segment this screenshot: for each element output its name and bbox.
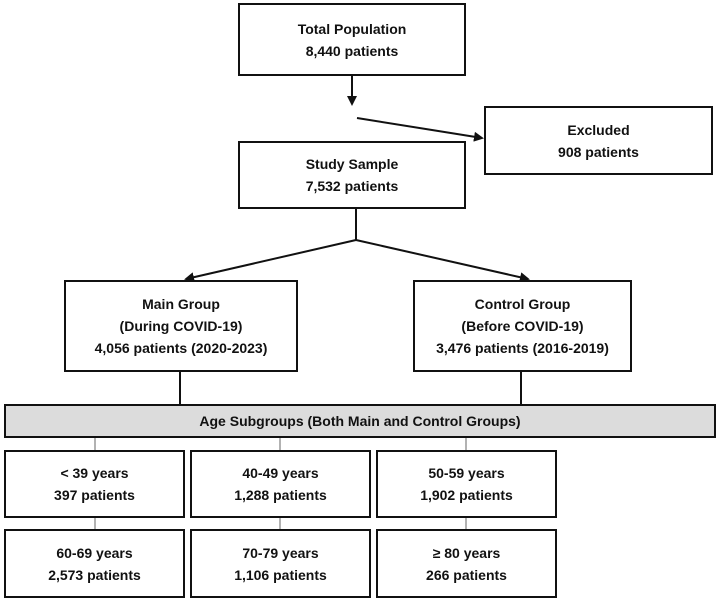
age-count: 2,573 patients — [48, 566, 141, 583]
age-box-under-39: < 39 years 397 patients — [4, 450, 185, 518]
age-range: ≥ 80 years — [432, 544, 501, 561]
excluded-count: 908 patients — [558, 143, 639, 160]
age-box-50-59: 50-59 years 1,902 patients — [376, 450, 557, 518]
study-sample-box: Study Sample 7,532 patients — [238, 141, 466, 209]
age-count: 397 patients — [54, 487, 135, 503]
control-group-period: (Before COVID-19) — [461, 318, 584, 334]
total-population-box: Total Population 8,440 patients — [238, 3, 466, 76]
age-range: < 39 years — [60, 465, 129, 481]
arrow-to-main — [184, 239, 357, 283]
age-range: 40-49 years — [242, 465, 319, 481]
age-subgroups-banner: Age Subgroups (Both Main and Control Gro… — [4, 404, 716, 438]
age-count: 266 patients — [426, 566, 507, 583]
age-count: 1,106 patients — [234, 566, 327, 583]
total-population-title: Total Population — [297, 20, 407, 37]
age-box-70-79: 70-79 years 1,106 patients — [190, 529, 371, 598]
excluded-title: Excluded — [567, 121, 630, 138]
control-group-box: Control Group (Before COVID-19) 3,476 pa… — [413, 280, 632, 372]
age-box-60-69: 60-69 years 2,573 patients — [4, 529, 185, 598]
main-group-period: (During COVID-19) — [119, 318, 243, 334]
total-population-count: 8,440 patients — [305, 42, 399, 59]
study-sample-count: 7,532 patients — [305, 178, 399, 194]
study-sample-title: Study Sample — [305, 156, 399, 172]
age-box-80-plus: ≥ 80 years 266 patients — [376, 529, 557, 598]
age-range: 60-69 years — [56, 544, 133, 561]
control-group-count: 3,476 patients (2016-2019) — [436, 340, 609, 356]
arrow-excluded — [356, 117, 484, 142]
age-range: 70-79 years — [242, 544, 319, 561]
main-group-count: 4,056 patients (2020-2023) — [94, 340, 268, 356]
age-count: 1,288 patients — [234, 487, 327, 503]
main-group-title: Main Group — [142, 296, 220, 312]
excluded-box: Excluded 908 patients — [484, 106, 713, 175]
age-count: 1,902 patients — [420, 487, 513, 503]
age-range: 50-59 years — [428, 465, 505, 481]
main-group-box: Main Group (During COVID-19) 4,056 patie… — [64, 280, 298, 372]
arrow-to-control — [355, 239, 530, 283]
control-group-title: Control Group — [474, 296, 571, 312]
age-subgroups-label: Age Subgroups (Both Main and Control Gro… — [199, 413, 521, 429]
age-box-40-49: 40-49 years 1,288 patients — [190, 450, 371, 518]
